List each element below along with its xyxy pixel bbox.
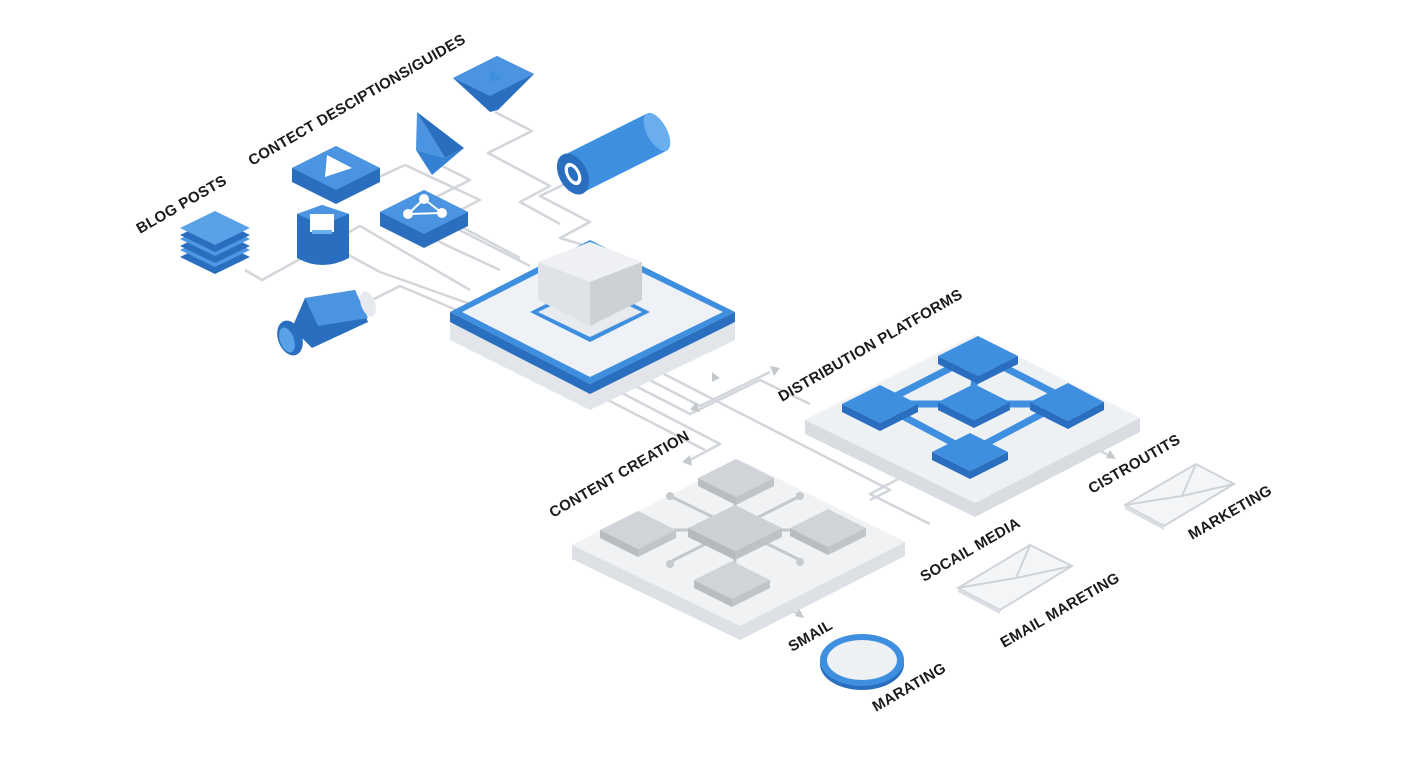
- distribution-node: [938, 336, 1018, 384]
- distribution-node: [938, 384, 1010, 428]
- connector-hub-to-creation-1: [619, 390, 722, 462]
- distribution-node: [932, 433, 1008, 479]
- connector-hub-to-distribution-2: [619, 376, 811, 416]
- play-funnel-icon: [453, 56, 534, 112]
- arrowhead: [795, 608, 804, 618]
- share-network-tile-icon: [380, 190, 468, 248]
- circle-token-icon: [820, 634, 904, 690]
- connector-hub-to-distribution-1: [639, 370, 771, 408]
- central-hub-cube-icon: [450, 240, 735, 410]
- distribution-node: [842, 385, 918, 431]
- envelope-icon: [1122, 462, 1237, 530]
- arrowhead: [1106, 450, 1116, 459]
- distribution-network-icon: [805, 335, 1140, 517]
- connector-arrowheads: [682, 366, 1116, 618]
- arrowhead: [682, 455, 692, 466]
- connector-lines: [244, 110, 1111, 616]
- envelope-icon: [955, 543, 1075, 614]
- video-play-tile-icon: [292, 146, 380, 204]
- arrowhead: [770, 366, 780, 376]
- connector-funnel-to-hub: [486, 110, 561, 226]
- creation-node: [698, 459, 774, 505]
- connector-video-to-hub: [339, 163, 531, 268]
- connector-hub-to-creation-2: [599, 394, 706, 452]
- cylinder-tube-icon: [556, 112, 671, 195]
- projector-icon: [277, 290, 376, 356]
- arrowhead: [712, 372, 720, 382]
- connector-distribution-to-social: [868, 476, 931, 526]
- connector-tube-to-hub: [538, 182, 601, 252]
- content-creation-grid-icon: [572, 459, 905, 640]
- blog-posts-stack-icon: [180, 211, 250, 274]
- connector-pyramid-to-hub: [418, 163, 521, 260]
- document-drum-icon: [297, 205, 349, 265]
- connector-projector-to-hub: [371, 284, 481, 322]
- creation-node: [694, 561, 770, 607]
- creation-node: [790, 509, 866, 555]
- pyramid-icon: [416, 112, 464, 175]
- creation-node: [600, 511, 676, 557]
- distribution-node: [1030, 383, 1104, 429]
- arrowhead: [690, 402, 700, 412]
- creation-node: [688, 505, 782, 560]
